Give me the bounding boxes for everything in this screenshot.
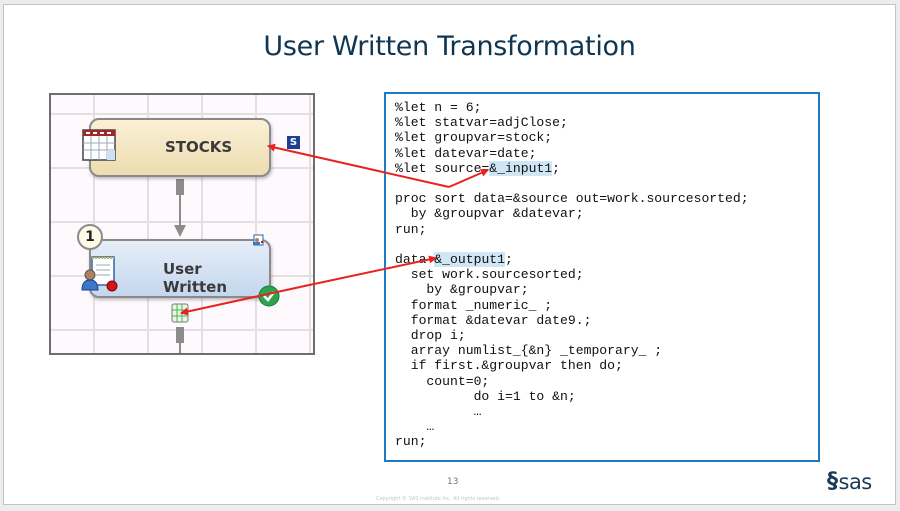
code-line: if first.&groupvar then do;	[395, 358, 749, 373]
node-stocks[interactable]: STOCKS S	[89, 118, 300, 177]
code-text: run;	[395, 434, 427, 450]
code-text: by &groupvar &datevar;	[395, 206, 584, 222]
code-text: %let source=	[395, 160, 490, 176]
code-line	[395, 237, 749, 252]
code-line: data &_output1;	[395, 252, 749, 268]
code-line: format &datevar date9.;	[395, 313, 749, 328]
code-line: proc sort data=&source out=work.sourceso…	[395, 191, 749, 206]
slide: User Written Transformation STOCKS S	[3, 4, 896, 505]
sas-code: %let n = 6;%let statvar=adjClose;%let gr…	[395, 100, 749, 450]
code-line: …	[395, 419, 749, 434]
code-line: by &groupvar;	[395, 282, 749, 297]
success-check-icon	[258, 285, 280, 307]
process-flow-diagram: STOCKS S User Written 1	[49, 93, 315, 355]
code-text: …	[395, 404, 482, 420]
uw-output-connector[interactable]	[176, 327, 184, 343]
output-table-icon[interactable]	[171, 303, 189, 325]
user-written-properties-icon[interactable]	[252, 234, 264, 246]
code-text: format &datevar date9.;	[395, 312, 592, 328]
code-line	[395, 176, 749, 191]
code-text: format _numeric_ ;	[395, 297, 553, 313]
code-text: %let statvar=adjClose;	[395, 115, 568, 131]
code-text	[395, 237, 403, 252]
code-text: count=0;	[395, 373, 490, 389]
step-number-badge: 1	[77, 224, 103, 250]
code-line: %let groupvar=stock;	[395, 130, 749, 145]
sas-logo-text: sas	[838, 469, 873, 494]
code-line: array numlist_{&n} _temporary_ ;	[395, 343, 749, 358]
code-text: %let n = 6;	[395, 100, 482, 115]
code-panel: %let n = 6;%let statvar=adjClose;%let gr…	[384, 92, 820, 462]
code-text: proc sort data=&source out=work.sourceso…	[395, 191, 749, 207]
page-number: 13	[447, 477, 459, 487]
code-text: set work.sourcesorted;	[395, 267, 584, 283]
table-icon	[82, 129, 116, 161]
code-line: run;	[395, 434, 749, 449]
node-user-written-label: User Written	[163, 260, 228, 296]
code-text: %let groupvar=stock;	[395, 130, 553, 146]
code-line: count=0;	[395, 374, 749, 389]
code-text: do i=1 to &n;	[395, 388, 576, 404]
code-text: by &groupvar;	[395, 282, 529, 298]
slide-title: User Written Transformation	[263, 31, 636, 62]
node-user-written[interactable]: User Written	[89, 239, 271, 298]
code-text	[395, 176, 403, 191]
code-line: …	[395, 404, 749, 419]
code-line: %let n = 6;	[395, 100, 749, 115]
code-text: ;	[505, 252, 513, 268]
code-text: …	[395, 419, 435, 435]
code-line: %let datevar=date;	[395, 146, 749, 161]
code-line: drop i;	[395, 328, 749, 343]
code-line: %let source=&_input1;	[395, 160, 749, 176]
highlighted-macro-variable: &_input1	[489, 160, 553, 176]
sas-logo-mark-icon: §	[827, 469, 838, 494]
code-line: set work.sourcesorted;	[395, 267, 749, 282]
highlighted-macro-variable: &_output1	[434, 252, 506, 268]
code-text: run;	[395, 221, 427, 237]
code-text: array numlist_{&n} _temporary_ ;	[395, 343, 663, 359]
sas-logo: § sas	[827, 469, 872, 494]
code-line: do i=1 to &n;	[395, 389, 749, 404]
code-text: %let datevar=date;	[395, 145, 537, 161]
code-text: drop i;	[395, 328, 466, 344]
code-text: ;	[552, 160, 561, 176]
code-line: by &groupvar &datevar;	[395, 206, 749, 221]
stocks-output-port[interactable]	[176, 179, 184, 195]
code-line: format _numeric_ ;	[395, 298, 749, 313]
copyright-notice: Copyright © SAS Institute Inc. All right…	[376, 496, 501, 502]
code-line: %let statvar=adjClose;	[395, 115, 749, 130]
user-written-icon	[81, 256, 118, 292]
code-text: data	[395, 252, 435, 268]
node-stocks-label: STOCKS	[165, 138, 233, 156]
code-text: if first.&groupvar then do;	[395, 358, 623, 374]
code-line: run;	[395, 222, 749, 237]
connector-arrowhead	[174, 225, 186, 237]
sas-table-badge-icon: S	[287, 136, 300, 149]
